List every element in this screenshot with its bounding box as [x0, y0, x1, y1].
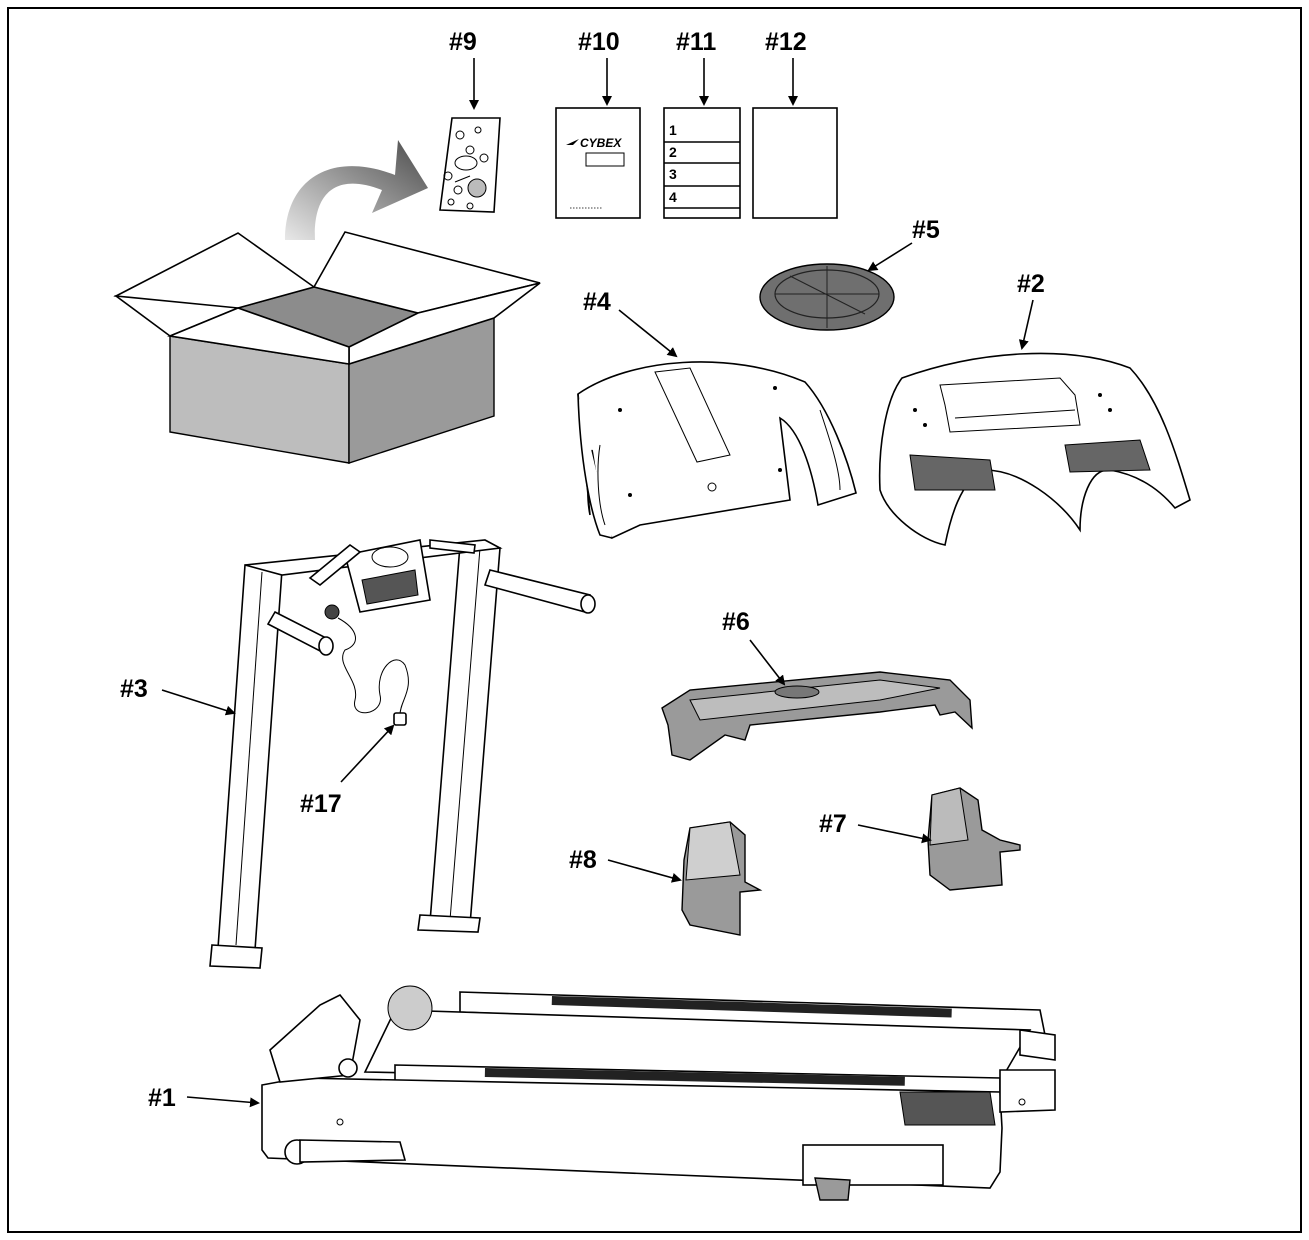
label-part-4: #4: [583, 288, 611, 316]
fan-cover: [759, 263, 895, 331]
label-part-2: #2: [1017, 270, 1045, 298]
checklist-document: 1 2 3 4: [663, 107, 741, 219]
checklist-item-1: 1: [669, 122, 677, 138]
owner-manual: CYBEX: [555, 107, 641, 219]
label-part-17: #17: [300, 790, 342, 818]
manual-brand: CYBEX: [580, 136, 622, 150]
shipping-box: [113, 231, 541, 464]
console-housing: [878, 352, 1191, 546]
label-part-1: #1: [148, 1084, 176, 1112]
diagram-border: [7, 7, 1302, 1233]
checklist-item-4: 4: [669, 189, 677, 205]
upright-frame: [209, 539, 596, 969]
label-part-12: #12: [765, 28, 807, 56]
label-part-3: #3: [120, 675, 148, 703]
motor-hood: [661, 671, 973, 761]
label-part-8: #8: [569, 846, 597, 874]
label-part-7: #7: [819, 810, 847, 838]
blank-document: [752, 107, 838, 219]
label-part-11: #11: [676, 28, 716, 56]
side-cover-right: [927, 787, 1021, 891]
checklist-item-3: 3: [669, 166, 677, 182]
unpack-arrow: [285, 140, 428, 240]
checklist-item-2: 2: [669, 144, 677, 160]
hardware-kit: [439, 117, 501, 213]
label-arrows: [161, 58, 1034, 1108]
label-part-6: #6: [722, 608, 750, 636]
treadmill-base: [261, 985, 1056, 1201]
side-cover-left: [681, 821, 763, 936]
console-back-panel: [577, 361, 857, 540]
label-part-5: #5: [912, 216, 940, 244]
label-part-10: #10: [578, 28, 620, 56]
label-part-9: #9: [449, 28, 477, 56]
